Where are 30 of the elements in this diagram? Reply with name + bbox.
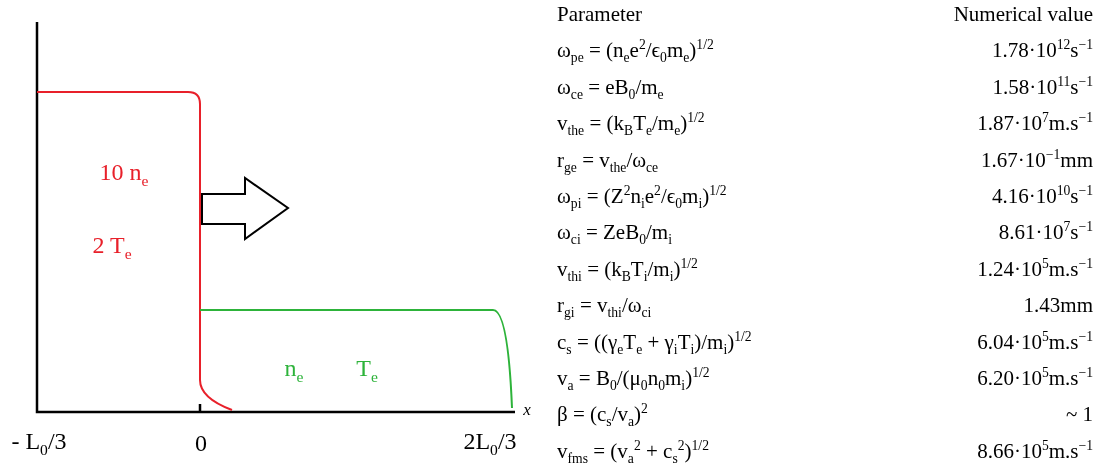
formula-cell: v$_{a}$ = B$_{0}$/(μ$_{0}$n$_{0}$m$_{i}$)$^{1/2}$ xyxy=(557,368,710,389)
density-label: 10 n$_{e}$ xyxy=(99,160,149,184)
temperature-label: 2 T$_{e}$ xyxy=(92,233,132,257)
temperature-label: T$_{e}$ xyxy=(356,356,378,380)
value-cell: 8.61·10$^{7}$s$^{−1}$ xyxy=(998,222,1093,244)
value-cell: 1.67·10$^{−1}$mm xyxy=(981,149,1093,171)
formula-cell: β = (c$_{s}$/v$_{a}$)$^{2}$ xyxy=(557,404,648,426)
formula-cell: ω$_{ci}$ = ZeB$_{0}$/m$_{i}$ xyxy=(557,222,672,244)
value-cell: 1.87·10$^{7}$m.s$^{−1}$ xyxy=(977,113,1093,135)
axis-label: x xyxy=(523,400,531,418)
column-header: Numerical value xyxy=(953,4,1093,25)
value-cell: 8.66·10$^{5}$m.s$^{−1}$ xyxy=(977,440,1093,462)
value-cell: 6.20·10$^{5}$m.s$^{−1}$ xyxy=(977,368,1093,389)
value-cell: 1.78·10$^{12}$s$^{−1}$ xyxy=(991,40,1093,62)
value-cell: 1.24·10$^{5}$m.s$^{−1}$ xyxy=(977,258,1093,280)
value-cell: ~ 1 xyxy=(1065,404,1093,426)
value-cell: 1.58·10$^{11}$s$^{−1}$ xyxy=(992,76,1093,98)
column-header: Parameter xyxy=(557,4,643,25)
value-cell: 6.04·10$^{5}$m.s$^{−1}$ xyxy=(977,331,1093,353)
density-label: n$_{e}$ xyxy=(284,356,304,380)
value-cell: 1.43mm xyxy=(1023,295,1093,317)
axis-tick-label: 2L$_{0}$/3 xyxy=(463,429,517,453)
formula-cell: v$_{the}$ = (k$_{B}$T$_{e}$/m$_{e}$)$^{1/2}$ xyxy=(557,113,705,135)
value-cell: 4.16·10$^{10}$s$^{−1}$ xyxy=(991,186,1093,207)
axis-tick-label: 0 xyxy=(195,431,207,455)
formula-cell: ω$_{ce}$ = eB$_{0}$/m$_{e}$ xyxy=(557,76,664,98)
formula-cell: c$_{s}$ = ((γ$_{e}$T$_{e}$ + γ$_{i}$T$_{i}$)/m$_{i}$)$^{1/2}$ xyxy=(557,331,752,353)
formula-cell: v$_{fms}$ = (v$_{a}$$^{2}$ + c$_{s}$$^{2}$)$^{1/2}$ xyxy=(557,440,709,462)
axis-tick-label: - L$_{0}$/3 xyxy=(11,429,67,453)
formula-cell: v$_{thi}$ = (k$_{B}$T$_{i}$/m$_{i}$)$^{1/2}$ xyxy=(557,258,698,280)
